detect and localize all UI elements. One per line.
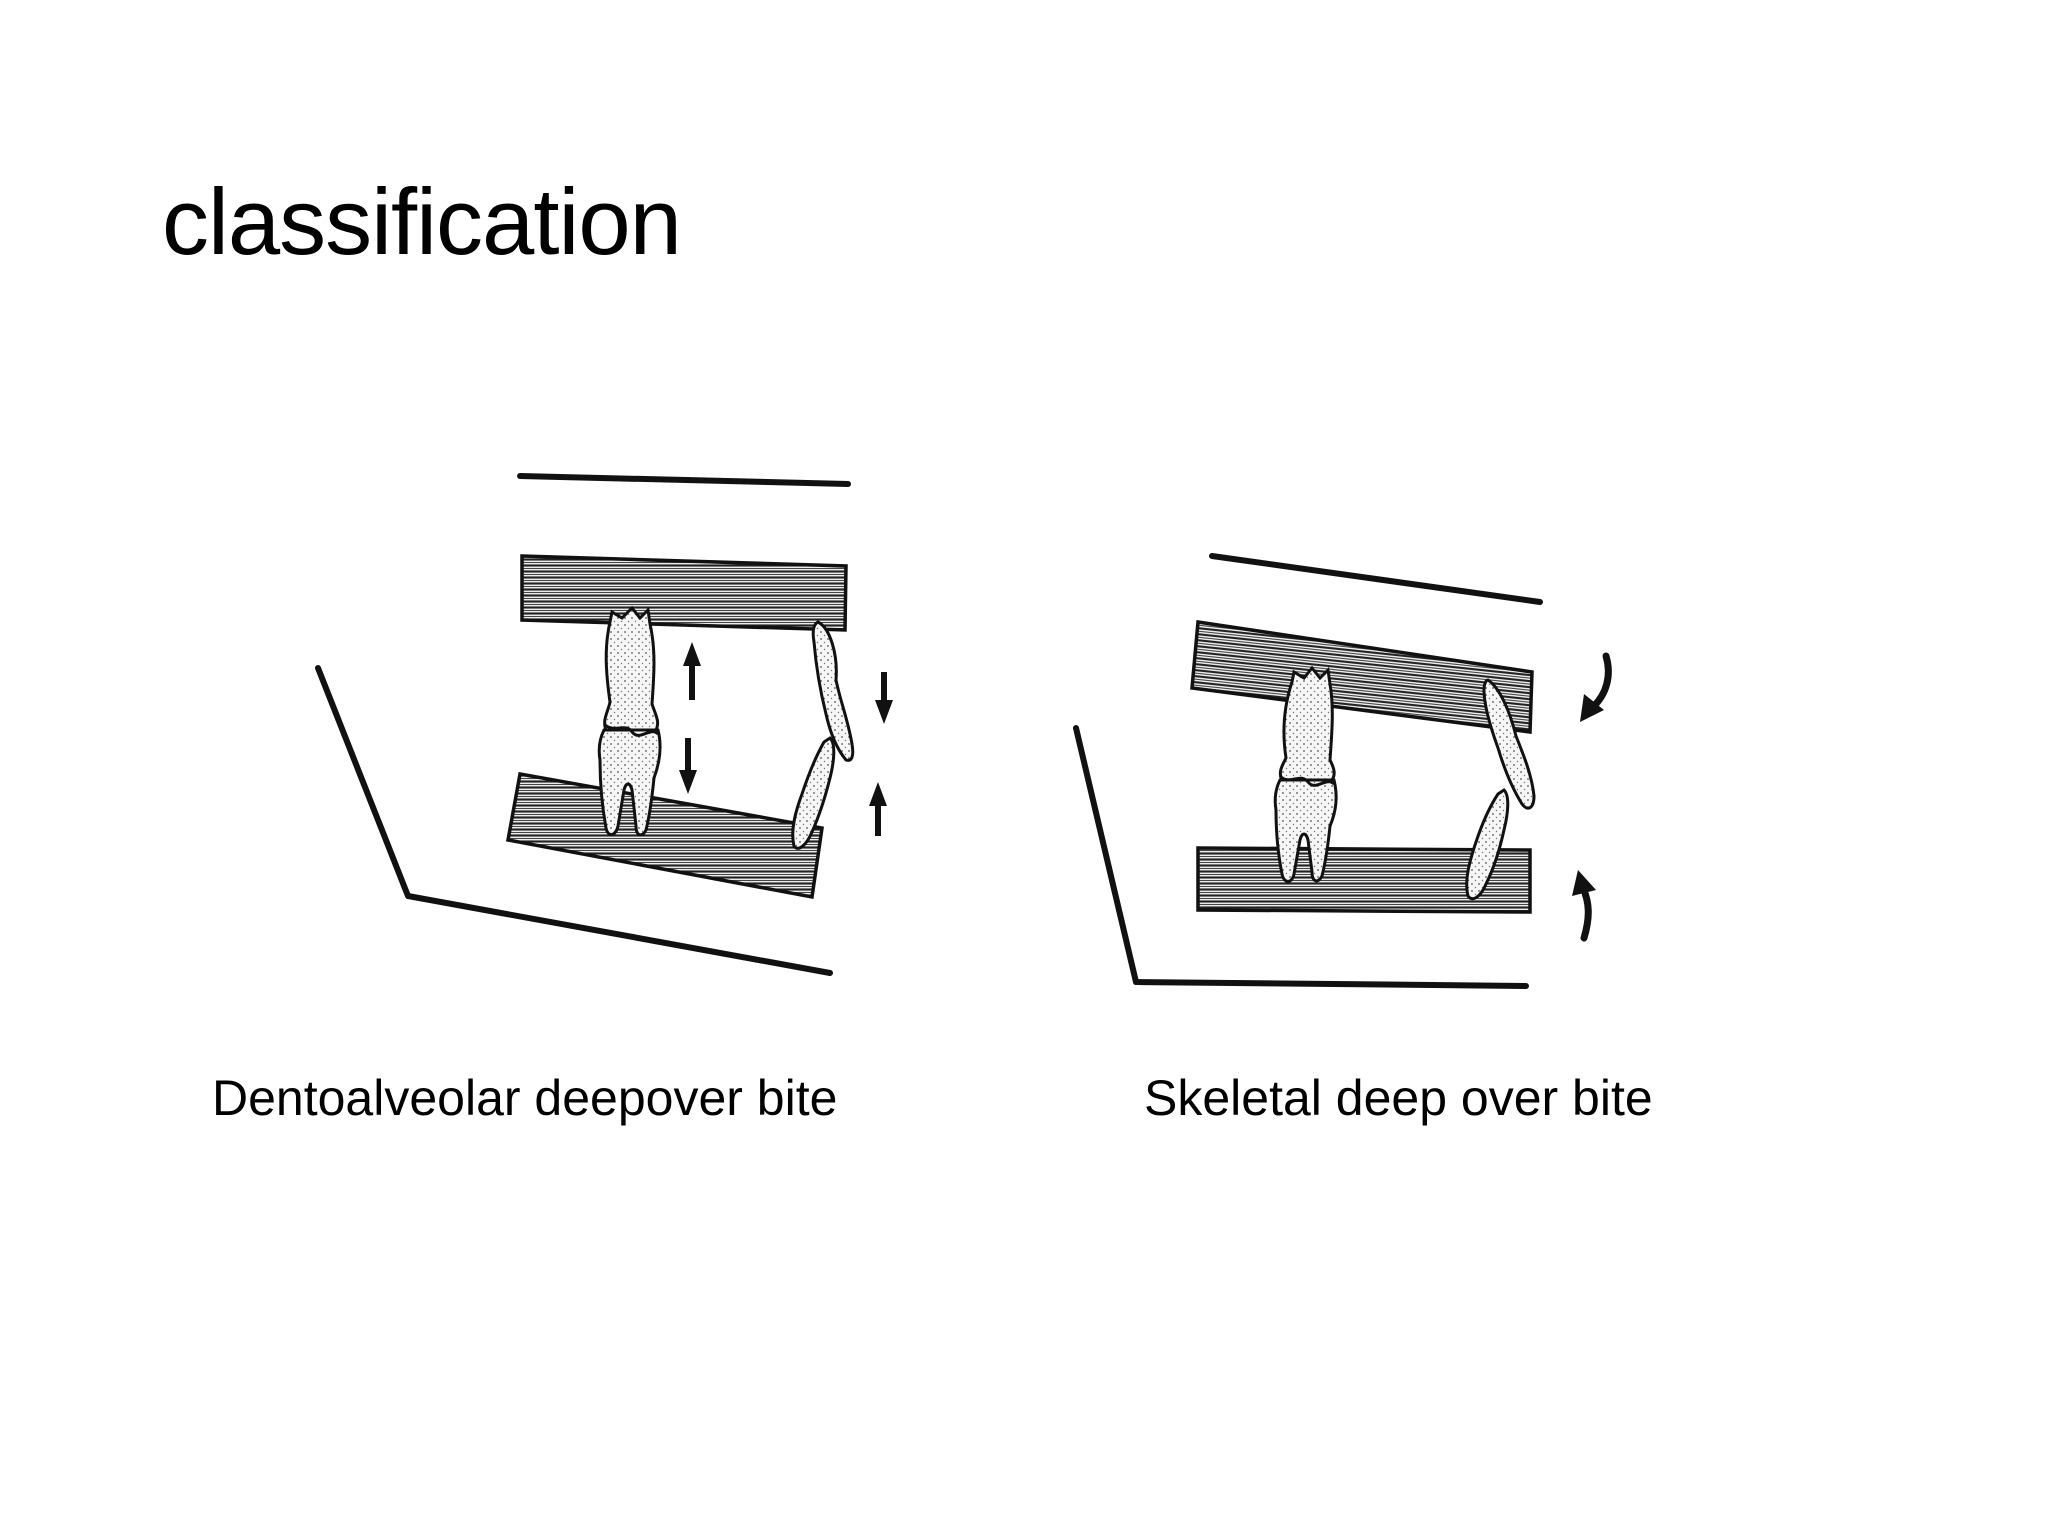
arrow-down-icon [679, 738, 697, 794]
upper-molar [603, 605, 660, 732]
cranial-base-line [1209, 553, 1543, 605]
skeletal-caption: Skeletal deep over bite [1144, 1070, 1653, 1126]
skeletal-diagram [1050, 530, 1630, 1010]
dentoalveolar-diagram-svg [315, 473, 893, 976]
upper-incisor [1482, 678, 1536, 810]
molar-occlusal-line [1278, 774, 1336, 787]
lower-molar [1273, 778, 1338, 883]
rotation-arrow-down-icon [1580, 652, 1612, 722]
lower-molar [597, 728, 662, 837]
slide-title: classification [162, 169, 682, 274]
mandible-outline [1073, 725, 1529, 989]
arrow-down-icon [875, 672, 893, 724]
rotation-arrow-up-icon [1572, 870, 1596, 942]
dentoalveolar-diagram [280, 440, 900, 1020]
lower-incisor [791, 736, 836, 850]
dentoalveolar-caption: Dentoalveolar deepover bite [212, 1070, 838, 1126]
arrow-up-icon [869, 782, 887, 836]
cranial-base-line [517, 473, 851, 487]
lower-incisor [1465, 788, 1510, 901]
skeletal-diagram-svg [1073, 553, 1612, 989]
upper-incisor [811, 620, 855, 762]
arrow-up-icon [683, 642, 701, 700]
upper-jaw-block [1190, 619, 1534, 734]
lower-jaw-block [505, 771, 824, 900]
mandible-outline [315, 665, 833, 976]
molar-occlusal-line [602, 722, 660, 737]
upper-jaw-block [520, 554, 848, 632]
upper-molar [1278, 665, 1336, 782]
